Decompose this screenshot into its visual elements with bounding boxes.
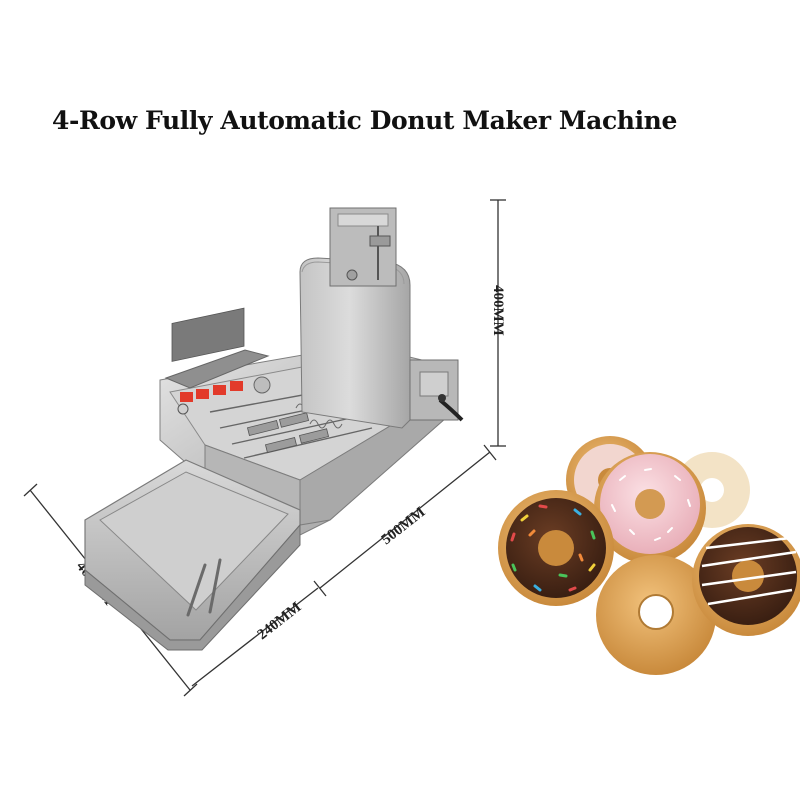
dimension-tray-label: 240MM (255, 599, 305, 643)
donut-machine (159, 207, 464, 546)
dimension-length-line (313, 444, 497, 597)
tongs (186, 558, 222, 617)
dimension-tray-line (191, 587, 319, 687)
pink-frosted-donut (594, 452, 706, 564)
donuts-group (498, 436, 800, 675)
tray-front-wall (84, 523, 301, 651)
tray-inner (99, 471, 289, 611)
dimension-height-line (490, 199, 506, 447)
flipper-paddles (246, 412, 330, 453)
dial-knob (253, 376, 271, 394)
chocolate-drizzle-donut (692, 524, 800, 636)
control-panel (164, 349, 270, 389)
rainbow-sprinkle-donut (498, 490, 614, 606)
collection-tray (84, 459, 301, 651)
control-panel-face (171, 307, 245, 362)
glazed-donut (596, 555, 716, 675)
power-switch (177, 403, 189, 415)
dimension-length-label: 500MM (379, 504, 429, 548)
page-title: 4-Row Fully Automatic Donut Maker Machin… (52, 106, 677, 135)
dimension-height-label: 400MM (490, 285, 506, 336)
power-cord-plug (438, 394, 446, 402)
temperature-display (180, 381, 243, 402)
